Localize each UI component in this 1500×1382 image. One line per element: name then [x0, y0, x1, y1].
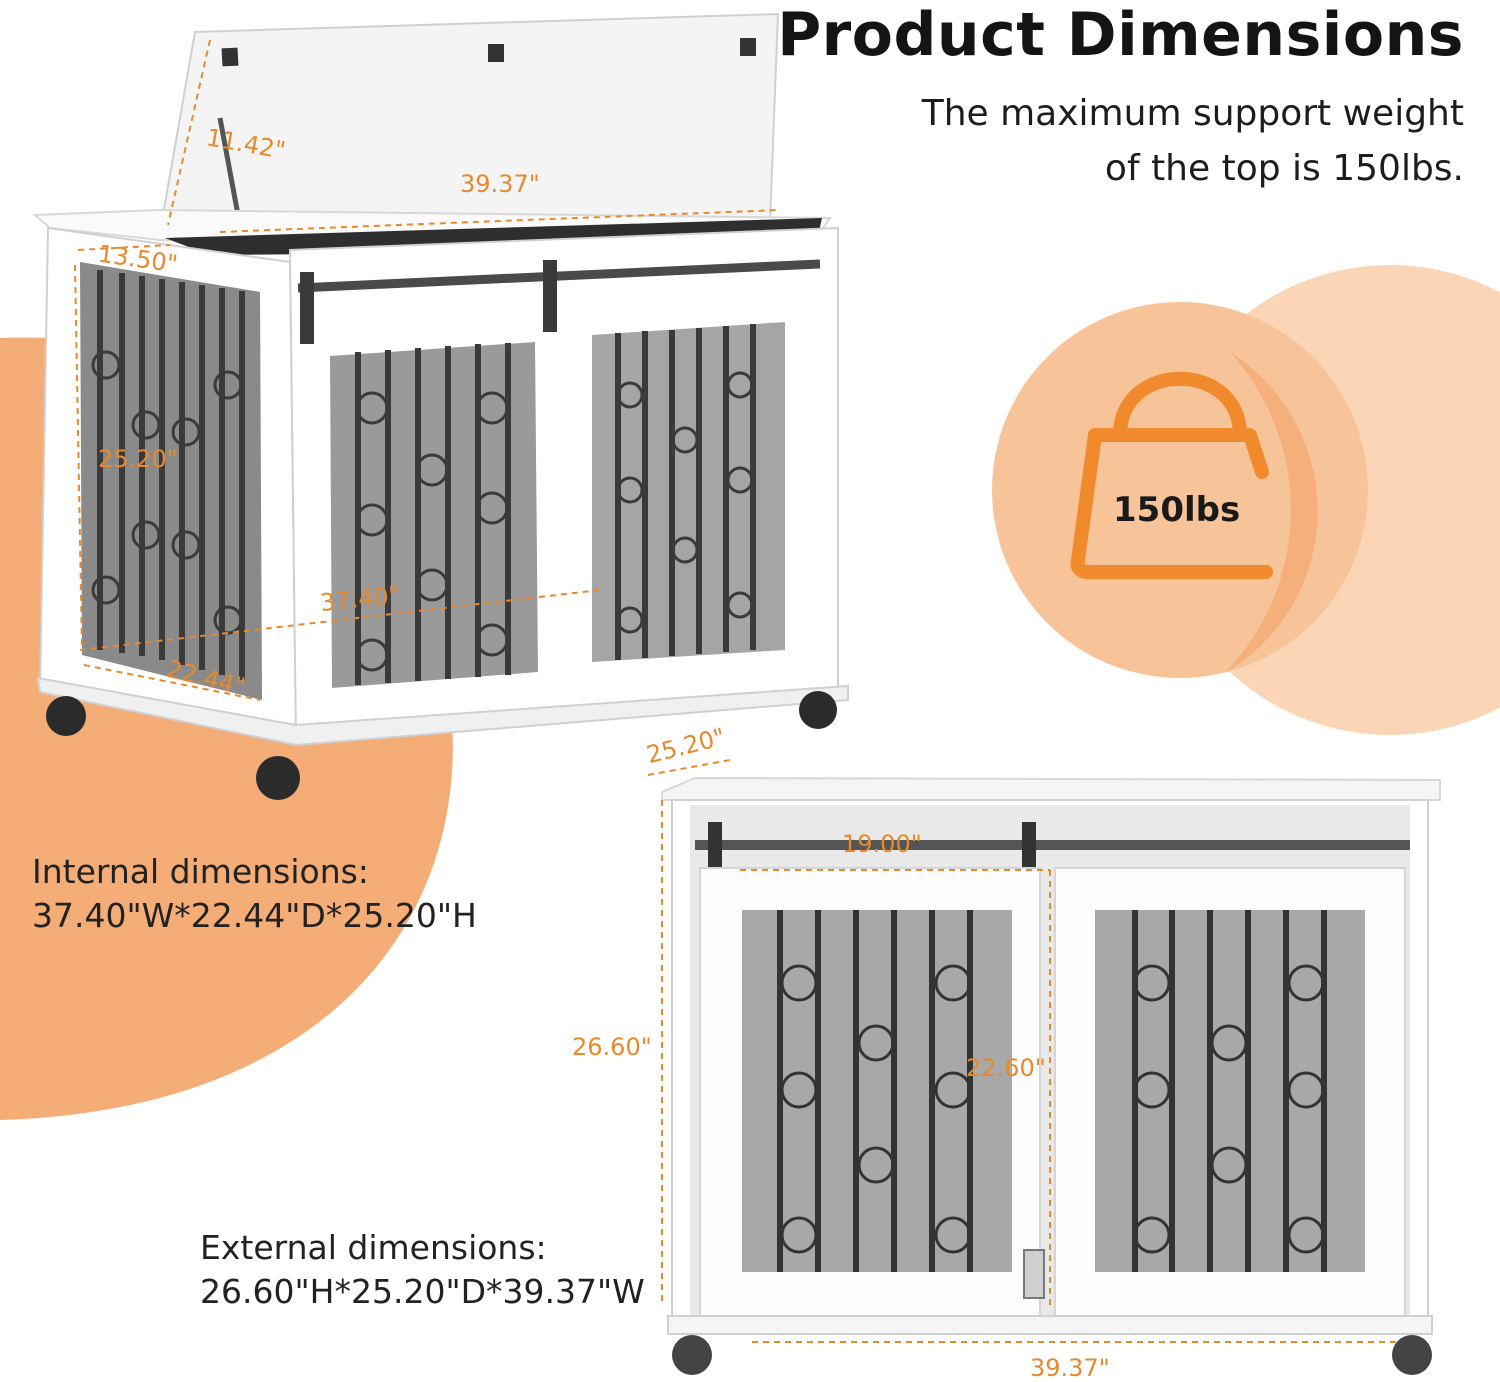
caster-wheel: [256, 756, 300, 800]
lid-hinge: [740, 38, 756, 56]
crate-base: [36, 676, 849, 747]
left-door-window: [330, 342, 538, 688]
caster-wheel: [799, 691, 837, 729]
internal-dimensions: Internal dimensions: 37.40"W*22.44"D*25.…: [32, 850, 477, 938]
front-view-dimension-lines: [647, 759, 1400, 1343]
crate-side-inner: [80, 262, 262, 700]
dim-front-width: 39.37": [1030, 1354, 1110, 1382]
rail-bracket: [543, 260, 557, 332]
front-crate-base: [667, 1315, 1433, 1335]
support-weight-note: The maximum support weight of the top is…: [764, 86, 1464, 196]
weight-icon-body: [1070, 428, 1273, 579]
front-bar-rings: [780, 964, 1325, 1254]
circle-overlap: [1225, 352, 1318, 673]
front-bars: [777, 910, 1327, 1272]
dim-door-width: 19.00": [842, 830, 922, 858]
dim-door-height: 22.60": [966, 1054, 1046, 1082]
rail-bracket: [300, 272, 314, 344]
internal-dimensions-value: 37.40"W*22.44"D*25.20"H: [32, 896, 477, 935]
support-weight-line2: of the top is 150lbs.: [1104, 148, 1464, 189]
bar-rings: [91, 350, 754, 672]
dim-inner-height: 25.20": [98, 445, 178, 473]
lid-hinge: [221, 47, 239, 67]
front-caster-wheel: [672, 1335, 712, 1375]
page-title: Product Dimensions: [777, 0, 1464, 70]
dim-lid-width: 39.37": [460, 170, 540, 198]
front-caster-wheel: [1392, 1335, 1432, 1375]
lid-gas-strut: [217, 117, 241, 216]
weight-icon-handle: [1113, 371, 1247, 436]
lid-hinge: [488, 44, 504, 62]
top-view-dimension-lines: [74, 39, 781, 701]
caster-wheel: [46, 696, 86, 736]
weight-badge-label: 150lbs: [1113, 490, 1241, 530]
right-door-window: [592, 322, 785, 662]
internal-dimensions-heading: Internal dimensions:: [32, 852, 369, 891]
dim-front-height: 26.60": [572, 1033, 652, 1061]
door-latch: [1023, 1249, 1045, 1299]
external-dimensions-heading: External dimensions:: [200, 1228, 547, 1267]
barn-door-rail: [297, 259, 821, 293]
front-crate-top: [661, 776, 1441, 801]
external-dimensions: External dimensions: 26.60"H*25.20"D*39.…: [200, 1226, 645, 1314]
support-weight-line1: The maximum support weight: [921, 93, 1464, 134]
external-dimensions-value: 26.60"H*25.20"D*39.37"W: [200, 1272, 645, 1311]
